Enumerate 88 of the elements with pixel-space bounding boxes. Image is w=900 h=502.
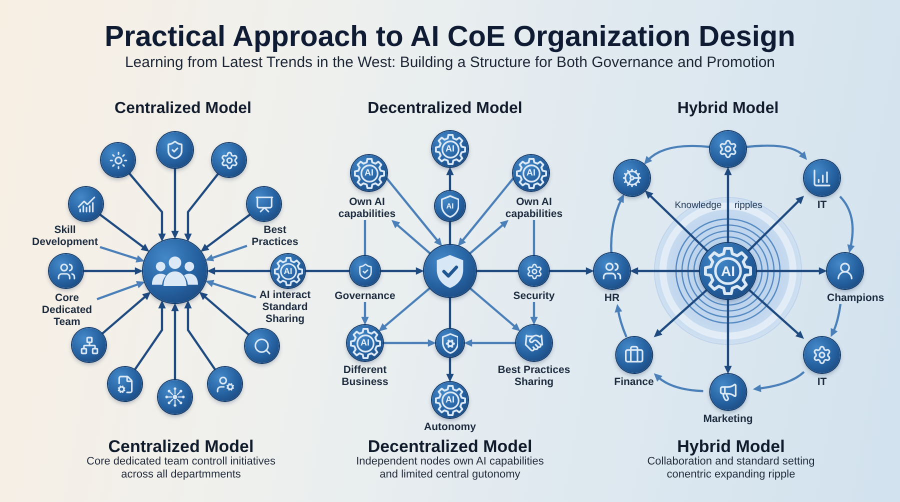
arrow <box>446 357 454 382</box>
node-label: Best Practices <box>247 224 303 248</box>
node-label: Core Dedicated Team <box>37 292 97 328</box>
node-label: Own AI capabilities <box>502 196 566 220</box>
arrow <box>458 177 515 246</box>
arrow <box>830 304 842 337</box>
panel-heading: Decentralized Model <box>366 99 524 119</box>
connector-line <box>305 270 350 272</box>
arrow <box>385 177 442 246</box>
circle-caption: Autonomy <box>423 421 477 433</box>
arrow <box>724 299 732 374</box>
arrow <box>446 167 454 191</box>
node-label: Marketing <box>703 413 753 425</box>
arrow <box>184 172 220 242</box>
node-label: Skill Development <box>30 224 100 248</box>
arrow <box>630 267 700 275</box>
model-heading: Decentralized Model <box>366 437 534 456</box>
connector-line <box>364 220 366 256</box>
arrow <box>171 168 179 239</box>
arrow <box>756 267 827 275</box>
arrow <box>746 144 807 160</box>
arrow <box>839 196 855 253</box>
arrow <box>464 339 516 347</box>
arrow <box>644 144 710 164</box>
arrow <box>205 244 248 262</box>
arrow <box>747 196 804 252</box>
title: Practical Approach to AI CoE Organization Design <box>104 20 796 54</box>
model-heading: Hybrid Model <box>676 437 786 456</box>
arrow <box>207 267 271 275</box>
arrow <box>752 371 805 392</box>
arrow <box>171 303 179 380</box>
arrow <box>134 300 166 371</box>
arrow <box>205 280 256 299</box>
icon-label: AI <box>446 396 454 404</box>
arrow <box>654 373 704 392</box>
arrow <box>98 213 150 252</box>
subtitle: Learning from Latest Trends in the West: Building a Structure for Both Governance and Promotion <box>124 54 776 72</box>
node-label: AI interact Standard Sharing <box>256 289 314 325</box>
icon-label: AI <box>721 264 735 278</box>
node-label: IT <box>817 376 827 388</box>
model-description: Core dedicated team controll initiatives across all departmments <box>86 456 276 480</box>
arrow <box>199 292 250 336</box>
icon-label: AI <box>360 338 370 348</box>
arrow <box>383 339 436 347</box>
node-label: HR <box>604 292 620 304</box>
arrow <box>644 190 709 252</box>
model-description: Independent nodes own AI capabilities and limited central gutonomy <box>355 456 545 480</box>
model-description: Collaboration and standard setting conentric expanding ripple <box>646 456 816 480</box>
arrow <box>392 220 432 255</box>
arrow <box>614 304 628 338</box>
icon-label: AI <box>364 168 374 178</box>
arrow <box>610 194 624 254</box>
arrow <box>530 302 538 325</box>
arrow <box>724 167 732 243</box>
node-label: IT <box>817 199 827 211</box>
arrow <box>549 267 594 275</box>
node-label: Finance <box>614 376 654 388</box>
connector-line <box>448 297 452 329</box>
disc-label: Knowledge ripples <box>674 200 762 212</box>
node-label: Governance <box>330 290 400 302</box>
arrow <box>96 281 145 300</box>
arrow <box>100 246 144 262</box>
connector-line <box>476 270 519 272</box>
circle-caption: Best Practices Sharing <box>496 364 572 388</box>
arrow <box>654 288 708 338</box>
circle-caption: Different Business <box>340 364 390 388</box>
arrow <box>468 287 520 332</box>
arrow <box>83 267 143 275</box>
arrow <box>128 172 166 242</box>
arrow <box>101 292 151 335</box>
node-label: Champions <box>827 292 884 304</box>
arrow <box>200 213 252 252</box>
connector-line <box>532 220 536 256</box>
icon-label: AI <box>526 168 536 178</box>
connector-line <box>448 221 452 245</box>
panel-heading: Centralized Model <box>114 99 252 119</box>
arrow <box>361 302 369 325</box>
icon-label: AI <box>284 266 292 276</box>
arrow <box>748 288 804 339</box>
icon-label: AI <box>446 144 454 154</box>
node-label: Security <box>504 290 564 302</box>
node-label: Own AI capabilities <box>335 196 399 220</box>
arrow <box>378 286 431 332</box>
arrow <box>184 300 216 371</box>
model-heading: Centralized Model <box>107 437 255 456</box>
arrow <box>380 267 424 275</box>
panel-heading: Hybrid Model <box>676 99 780 119</box>
arrow <box>468 220 508 255</box>
